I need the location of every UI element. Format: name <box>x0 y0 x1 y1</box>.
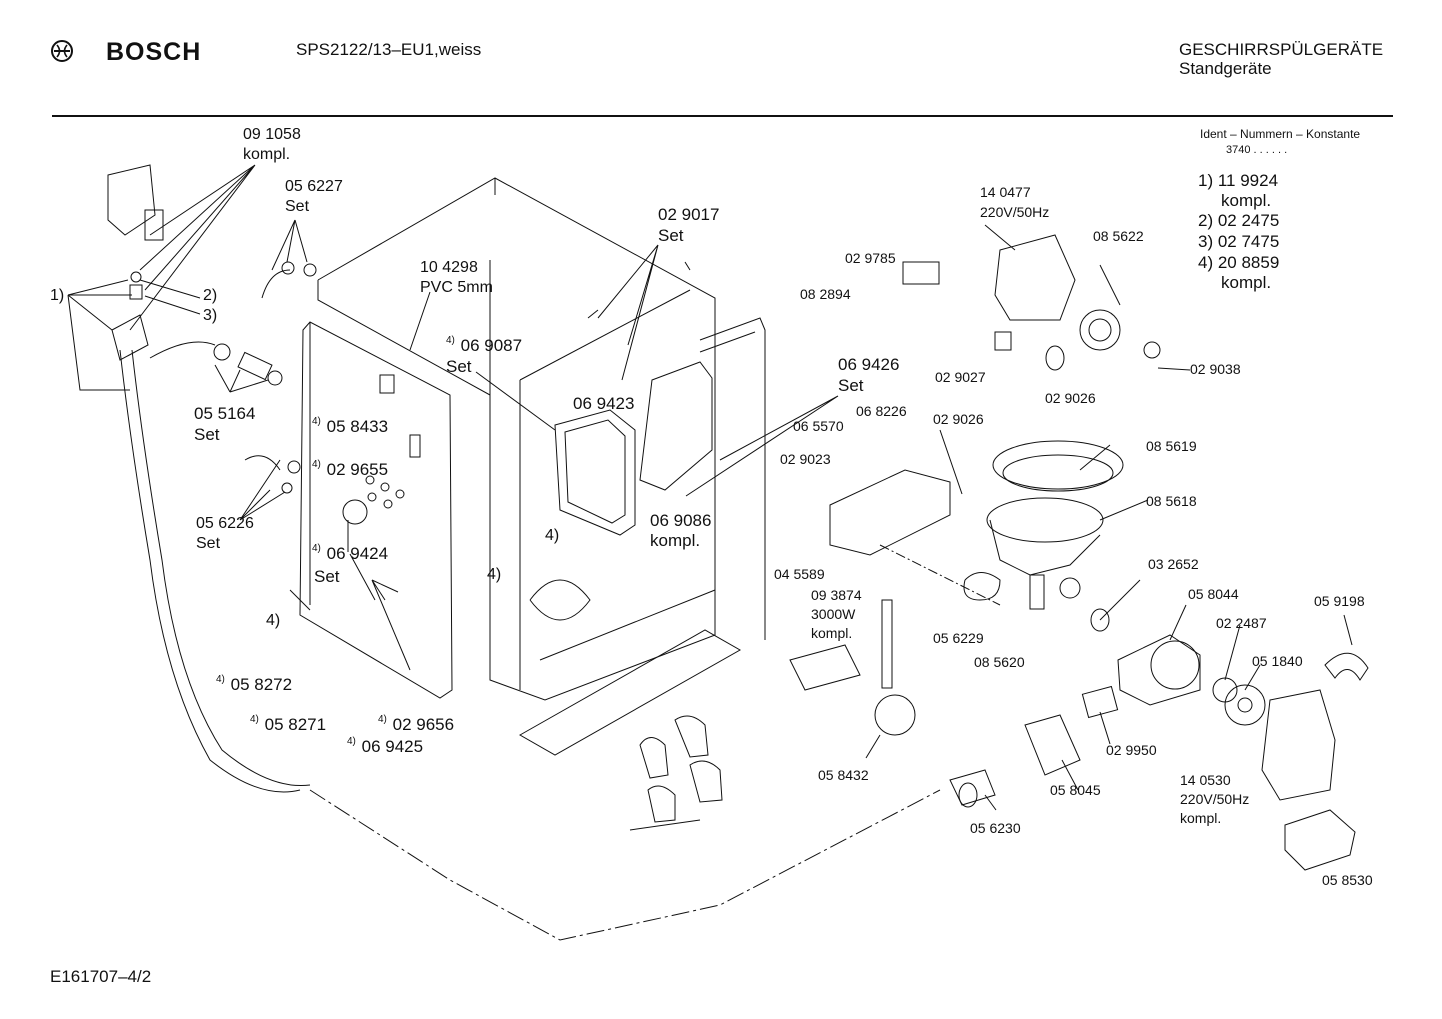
heater-housing <box>829 469 1001 606</box>
part-label: 02 9027 <box>935 369 986 385</box>
pressure-switch <box>789 599 916 736</box>
part-label: 02 9023 <box>780 451 831 467</box>
ident-item: 3) 02 7475 <box>1198 232 1280 251</box>
ident-item: kompl. <box>1221 191 1272 210</box>
part-label: 04 5589 <box>774 566 825 582</box>
inlet-hose <box>119 341 941 941</box>
part-label: kompl. <box>650 531 701 550</box>
part-label: 4) 05 8271 <box>250 714 327 734</box>
part-label: 4) 05 8272 <box>216 674 293 694</box>
part-label: Set <box>838 376 864 395</box>
part-label: 05 8045 <box>1050 782 1101 798</box>
part-label: 06 9423 <box>573 394 635 413</box>
part-label: 05 6227 <box>285 178 343 195</box>
ident-code: 3740 . . . . . . <box>1226 144 1288 156</box>
bottom-rail <box>518 629 742 756</box>
part-label: 08 5619 <box>1146 438 1197 454</box>
ident-item: 1) 11 9924 <box>1198 171 1279 190</box>
part-label: 09 3874 <box>811 587 862 603</box>
part-label: 4) <box>266 612 281 629</box>
part-label: 05 6226 <box>196 515 254 532</box>
part-label: 06 9426 <box>838 355 900 374</box>
part-label: Set <box>658 226 684 245</box>
part-label: 05 8530 <box>1322 872 1373 888</box>
detergent-dispenser <box>639 361 713 491</box>
ident-item: 4) 20 8859 <box>1198 253 1280 272</box>
part-label: 220V/50Hz <box>1180 791 1250 807</box>
drain-pump <box>902 234 1161 371</box>
part-label: Set <box>196 535 221 552</box>
part-label: 14 0477 <box>980 184 1031 200</box>
part-label: 02 2487 <box>1216 615 1267 631</box>
part-label: 06 8226 <box>856 403 907 419</box>
part-label: Set <box>285 198 310 215</box>
sump-assembly <box>986 440 1124 610</box>
part-label: 02 9785 <box>845 250 896 266</box>
part-label: 3000W <box>811 606 856 622</box>
heater-element <box>699 317 766 640</box>
part-label: 220V/50Hz <box>980 204 1050 220</box>
part-label: 10 4298 <box>420 259 478 276</box>
ident-title: Ident – Nummern – Konstante <box>1200 127 1361 141</box>
part-label: 05 9198 <box>1314 593 1365 609</box>
model-number: SPS2122/13–EU1,weiss <box>296 40 482 59</box>
dishwasher-tub <box>317 177 716 701</box>
aquastop-valve <box>107 164 164 361</box>
part-label: 02 9026 <box>1045 390 1096 406</box>
part-label: 4) 06 9424 <box>312 543 389 563</box>
part-label: 05 8432 <box>818 767 869 783</box>
part-label: 02 9950 <box>1106 742 1157 758</box>
ident-item: kompl. <box>1221 273 1272 292</box>
part-label: 02 9026 <box>933 411 984 427</box>
drawing-id: E161707–4/2 <box>50 967 152 986</box>
part-label: 4) <box>545 527 560 544</box>
leader-lines-right <box>289 224 1353 811</box>
part-label: 4) 02 9656 <box>378 714 455 734</box>
category-subtitle: Standgeräte <box>1179 59 1272 78</box>
part-label: 08 5622 <box>1093 228 1144 244</box>
part-label: 06 9086 <box>650 511 712 530</box>
part-label: 1) <box>50 287 65 304</box>
part-label: 05 1840 <box>1252 653 1303 669</box>
part-label: 3) <box>203 307 218 324</box>
door-panel <box>299 321 453 699</box>
part-label: 14 0530 <box>1180 772 1231 788</box>
category-title: GESCHIRRSPÜLGERÄTE <box>1179 40 1384 59</box>
part-label: Set <box>194 425 220 444</box>
part-label: 4) 05 8433 <box>312 416 389 436</box>
part-label: kompl. <box>1180 810 1222 826</box>
leader-lines-left <box>67 164 308 521</box>
part-label: 09 1058 <box>243 126 301 143</box>
part-label: 08 2894 <box>800 286 851 302</box>
part-label: 05 8044 <box>1188 586 1239 602</box>
part-label: kompl. <box>811 625 853 641</box>
part-label: PVC 5mm <box>420 279 493 296</box>
ident-item: 2) 02 2475 <box>1198 211 1280 230</box>
part-label: Set <box>314 567 340 586</box>
part-label: 02 9017 <box>658 205 720 224</box>
part-label: 03 2652 <box>1148 556 1199 572</box>
part-label: 02 9038 <box>1190 361 1241 377</box>
cable-connectors <box>629 715 723 831</box>
part-label: 08 5620 <box>974 654 1025 670</box>
circulation-pump <box>949 608 1369 871</box>
part-label: 4) 06 9087 <box>446 335 523 355</box>
part-label: 4) <box>487 566 502 583</box>
part-label: 05 6229 <box>933 630 984 646</box>
part-label: 4) 06 9425 <box>347 736 424 756</box>
part-label: 2) <box>203 287 218 304</box>
brand-name: BOSCH <box>106 38 202 66</box>
hose-clamps <box>213 261 317 494</box>
part-label: 06 5570 <box>793 418 844 434</box>
part-label: 08 5618 <box>1146 493 1197 509</box>
part-label: 05 6230 <box>970 820 1021 836</box>
bosch-logo-icon <box>51 40 73 62</box>
part-label: kompl. <box>243 146 291 163</box>
part-label: 4) 02 9655 <box>312 459 389 479</box>
part-label: 05 5164 <box>194 404 256 423</box>
door-gasket <box>554 409 636 536</box>
part-label: Set <box>446 357 472 376</box>
